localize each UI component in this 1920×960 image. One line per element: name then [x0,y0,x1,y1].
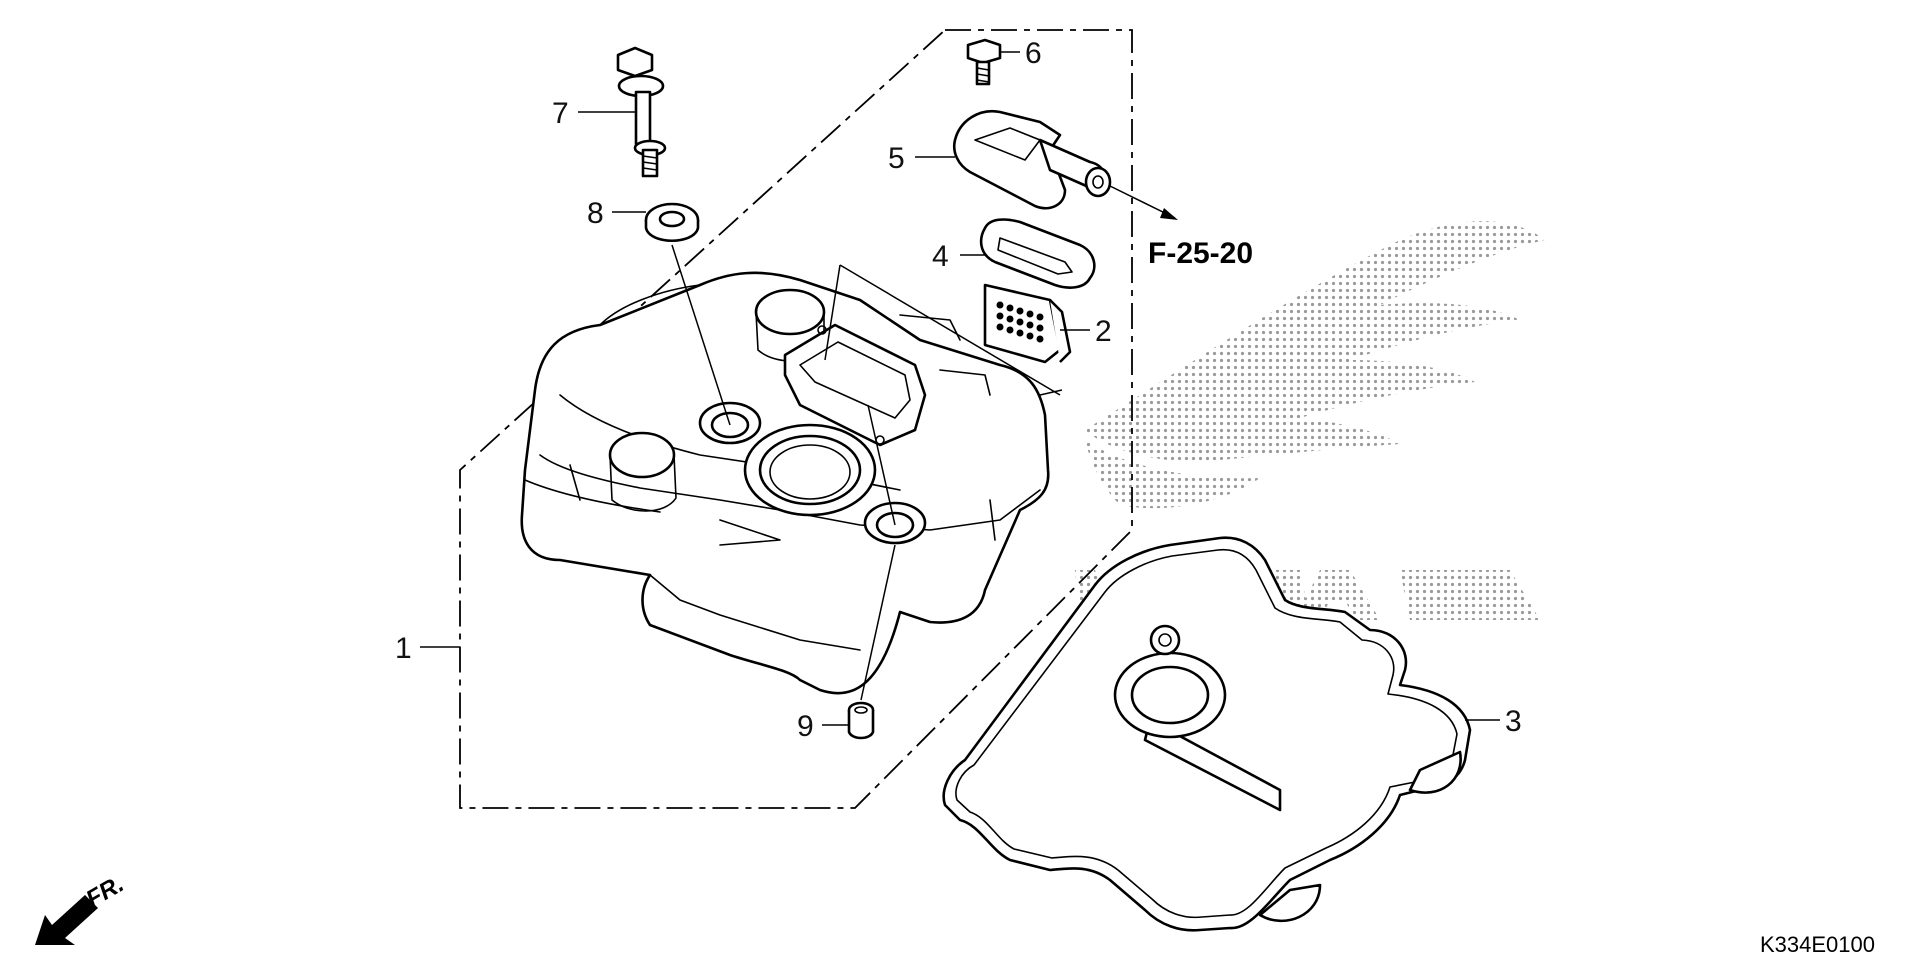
breather-cover [952,109,1112,210]
long-bolt [616,46,667,178]
breather-gasket [979,218,1096,289]
callout-5: 5 [888,142,905,175]
callout-2: 2 [1095,315,1112,348]
dowel-pin [847,701,875,740]
callout-9: 9 [797,710,814,743]
callout-3: 3 [1505,705,1522,738]
callout-8: 8 [587,197,604,230]
seal-washer [644,202,700,242]
small-bolt [966,38,1002,86]
reference-label: F-25-20 [1148,237,1253,270]
front-direction-arrow-icon [35,895,98,945]
alignment-lines [671,244,1063,701]
assembly-boundary [459,29,1133,809]
diagram-code: K334E0100 [1760,932,1875,957]
callout-6: 6 [1025,37,1042,70]
leader-lines [420,51,1500,726]
head-cover-gasket [942,536,1472,932]
callout-4: 4 [932,240,949,273]
cylinder-head-cover [520,271,1050,695]
callout-1: 1 [395,632,412,665]
callout-7: 7 [552,97,569,130]
breather-mesh [983,283,1072,364]
